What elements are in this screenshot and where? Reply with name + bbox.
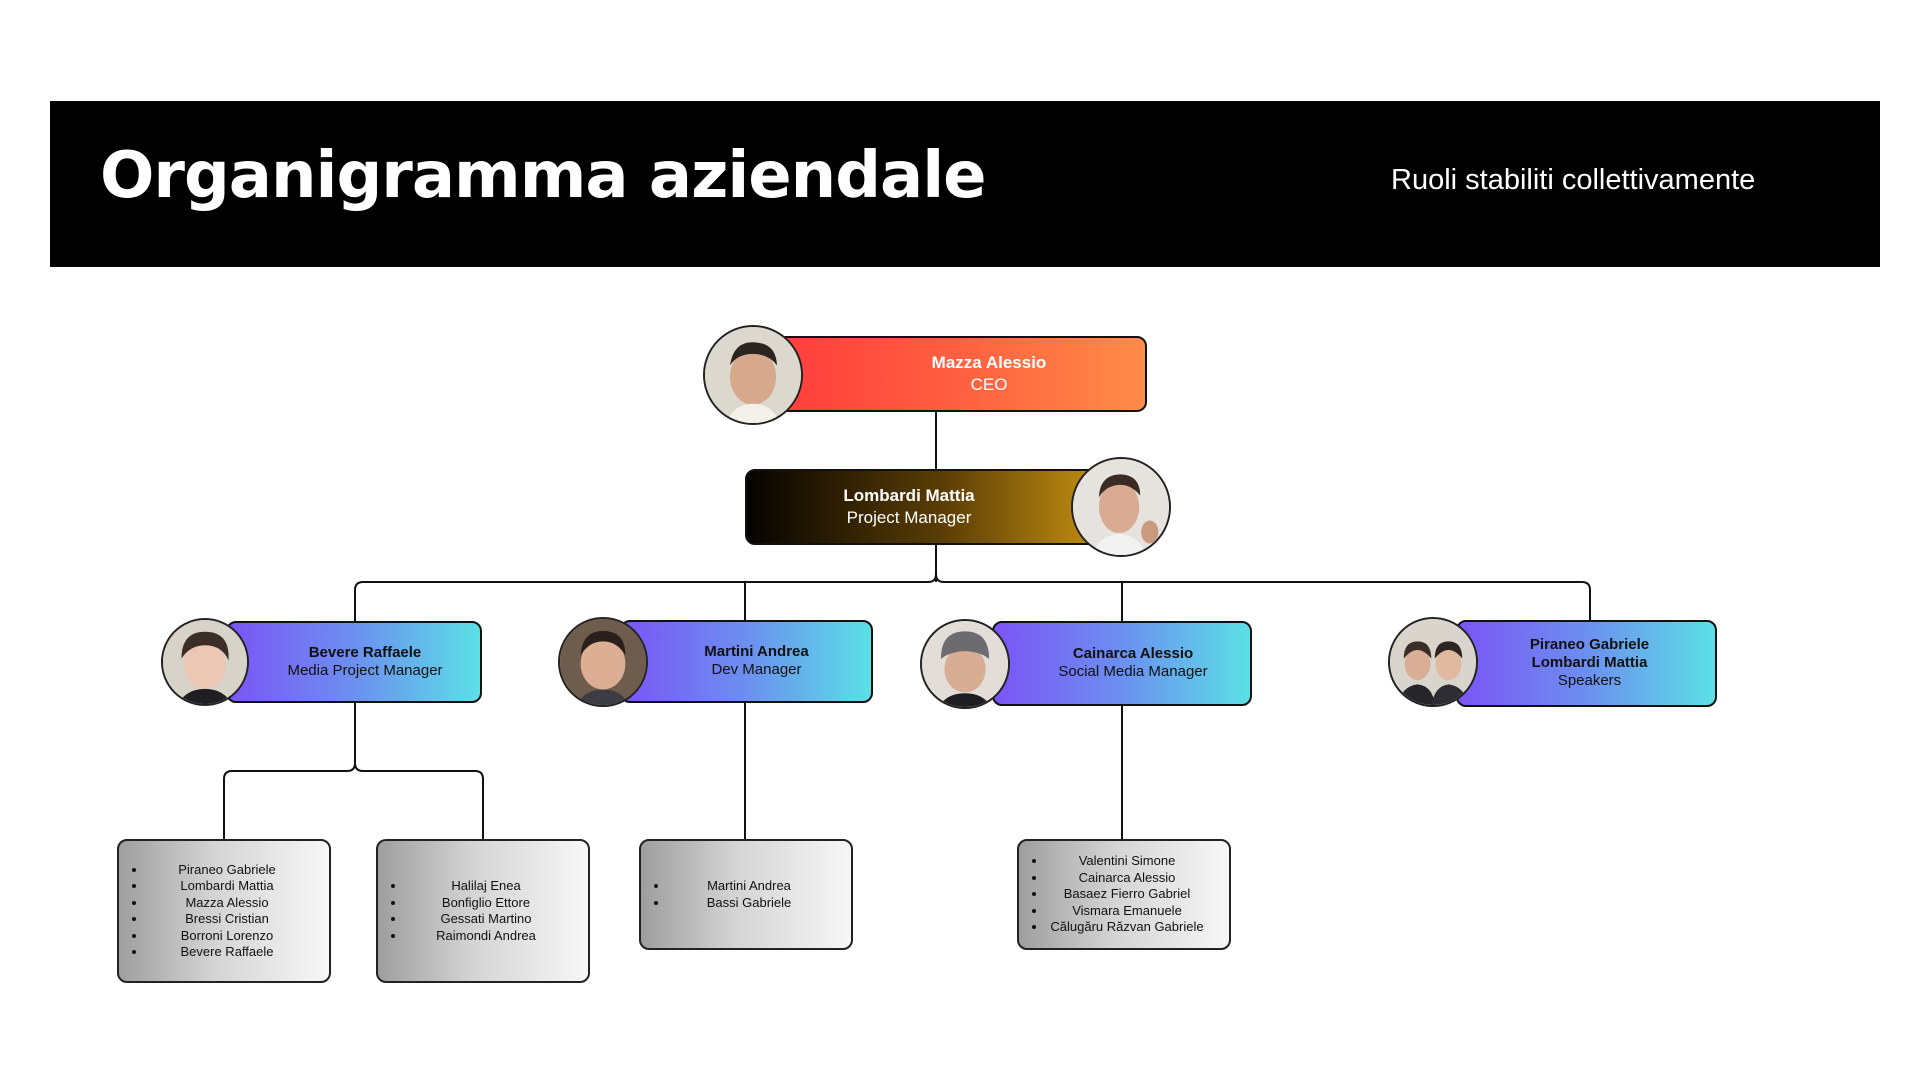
team-list-media-1: Piraneo Gabriele Lombardi Mattia Mazza A… <box>117 839 331 983</box>
pm-name: Lombardi Mattia <box>843 486 975 506</box>
list-item: Bressi Cristian <box>147 911 329 928</box>
list-item: Valentini Simone <box>1047 853 1229 870</box>
list-item: Bassi Gabriele <box>669 895 851 912</box>
manager-name: Martini Andrea <box>704 643 809 661</box>
dev-manager-avatar <box>558 617 648 707</box>
list-item: Bonfiglio Ettore <box>406 895 588 912</box>
ceo-name: Mazza Alessio <box>931 353 1047 373</box>
ceo-role: CEO <box>970 374 1008 394</box>
project-manager-node: Lombardi Mattia Project Manager <box>745 469 1103 545</box>
list-item: Vismara Emanuele <box>1047 903 1229 920</box>
connector-branch-right <box>935 573 1591 621</box>
list-item: Raimondi Andrea <box>406 928 588 945</box>
manager-node-dev: Martini Andrea Dev Manager <box>620 620 873 703</box>
speaker-name-2: Lombardi Mattia <box>1531 654 1648 672</box>
speaker-name-1: Piraneo Gabriele <box>1529 636 1650 654</box>
team-list-dev: Martini Andrea Bassi Gabriele <box>639 839 853 950</box>
pm-avatar <box>1071 457 1171 557</box>
list-item: Borroni Lorenzo <box>147 928 329 945</box>
page-title: Organigramma aziendale <box>100 139 987 213</box>
team-list-social: Valentini Simone Cainarca Alessio Basaez… <box>1017 839 1231 950</box>
manager-name: Bevere Raffaele <box>308 643 422 661</box>
connector-branch-left <box>354 573 937 621</box>
manager-node-speakers: Piraneo Gabriele Lombardi Mattia Speaker… <box>1456 620 1717 707</box>
manager-role: Media Project Manager <box>287 661 443 679</box>
list-item: Lombardi Mattia <box>147 878 329 895</box>
manager-node-social: Cainarca Alessio Social Media Manager <box>992 621 1252 706</box>
list-item: Piraneo Gabriele <box>147 862 329 879</box>
list-item: Cainarca Alessio <box>1047 870 1229 887</box>
page-subtitle: Ruoli stabiliti collettivamente <box>1391 164 1756 196</box>
list-item: Gessati Martino <box>406 911 588 928</box>
list-item: Mazza Alessio <box>147 895 329 912</box>
social-manager-avatar <box>920 619 1010 709</box>
list-item: Călugăru Răzvan Gabriele <box>1047 919 1229 936</box>
ceo-node: Mazza Alessio CEO <box>776 336 1147 412</box>
media-manager-avatar <box>161 618 249 706</box>
speakers-avatar <box>1388 617 1478 707</box>
manager-role: Social Media Manager <box>1058 663 1208 681</box>
list-item: Basaez Fierro Gabriel <box>1047 886 1229 903</box>
manager-node-media: Bevere Raffaele Media Project Manager <box>226 621 482 703</box>
pm-role: Project Manager <box>846 507 972 527</box>
connector-media-split <box>223 703 356 840</box>
header-band: Organigramma aziendale Ruoli stabiliti c… <box>50 101 1880 267</box>
manager-role: Dev Manager <box>711 661 802 679</box>
list-item: Bevere Raffaele <box>147 944 329 961</box>
team-list-media-2: Halilaj Enea Bonfiglio Ettore Gessati Ma… <box>376 839 590 983</box>
manager-role: Speakers <box>1557 672 1622 690</box>
ceo-avatar <box>703 325 803 425</box>
manager-name: Cainarca Alessio <box>1072 645 1194 663</box>
connector-media-split-right <box>354 762 484 840</box>
list-item: Martini Andrea <box>669 878 851 895</box>
list-item: Halilaj Enea <box>406 878 588 895</box>
